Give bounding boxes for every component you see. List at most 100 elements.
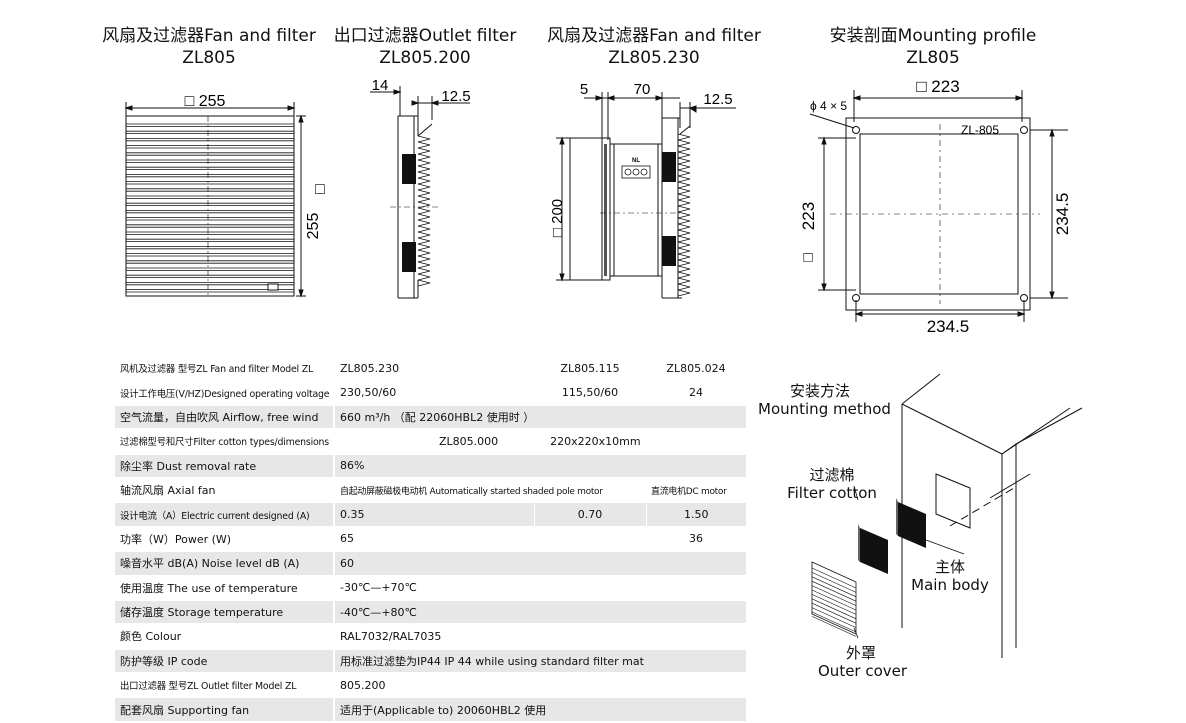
louver-tooth (417, 177, 431, 185)
louver-tooth (417, 141, 431, 149)
cell: 0.70 (533, 502, 646, 528)
label-en: Mounting method (758, 400, 891, 418)
cover-slat (811, 594, 857, 615)
title-line-2: ZL805 (906, 48, 960, 68)
cell: ZL805.115 (534, 357, 646, 382)
louver-tooth (677, 289, 691, 297)
louver-tooth (677, 175, 691, 183)
louver-tooth (417, 273, 431, 281)
row-label: 除尘率 Dust removal rate (115, 453, 335, 479)
louver-tooth (417, 255, 431, 263)
louver-tooth (677, 211, 691, 219)
spec-table: 风机及过滤器 型号ZL Fan and filter Model ZL ZL80… (115, 357, 746, 723)
filter-model: ZL805.000 (439, 434, 499, 448)
cell: RAL7032/RAL7035 (334, 624, 746, 650)
louver-tooth (677, 223, 691, 231)
louver-tooth (417, 183, 431, 191)
louver-tooth (677, 157, 691, 165)
louver-tooth (417, 213, 431, 221)
label-cn: 外罩 (845, 644, 876, 662)
fan-filter-front-drawing: □ 255 □ 255 (124, 93, 325, 298)
louver-tooth (677, 151, 691, 159)
fan-filter-square-symbol: □ (315, 181, 325, 198)
title-line-1: 风扇及过滤器Fan and filter (102, 26, 316, 46)
louver-tooth (417, 243, 431, 251)
table-row: 储存温度 Storage temperature -40℃—+80℃ (115, 599, 746, 626)
louver-tooth (417, 231, 431, 239)
title-line-1: 风扇及过滤器Fan and filter (547, 26, 761, 46)
outlet-depth-dim: 14 (372, 77, 389, 94)
louver-tooth (417, 219, 431, 227)
cell: 805.200 (334, 673, 746, 699)
mounting-profile-title: 安装剖面Mounting profile ZL805 (826, 25, 1040, 69)
row-label: 风机及过滤器 型号ZL Fan and filter Model ZL (115, 357, 335, 382)
cell: 230,50/60 (334, 380, 534, 406)
louver-tooth (677, 139, 691, 147)
louver-tooth (677, 283, 691, 291)
title-line-1: 安装剖面Mounting profile (829, 26, 1037, 46)
title-line-2: ZL805.230 (608, 48, 700, 68)
table-row: 噪音水平 dB(A) Noise level dB (A) 60 (115, 551, 746, 577)
row-label: 功率（W）Power (W) (115, 526, 335, 553)
louver-tooth (677, 217, 691, 225)
table-row: 轴流风扇 Axial fan 自起动屏蔽磁极电动机 Automatically … (115, 477, 746, 504)
louver-tooth (677, 199, 691, 207)
table-row: 风机及过滤器 型号ZL Fan and filter Model ZL ZL80… (115, 357, 746, 382)
fan-filter-title: 风扇及过滤器Fan and filter ZL805 (96, 25, 322, 69)
cell: 用标准过滤垫为IP44 IP 44 while using standard f… (334, 648, 746, 675)
cell: ZL805.000 220x220x10mm (334, 429, 646, 455)
cover-slat (811, 602, 857, 624)
louver-tooth (417, 279, 431, 287)
mounting-method-drawing (811, 373, 1083, 658)
cover-slat (811, 616, 857, 637)
louver-tooth (677, 163, 691, 171)
cell: 660 m³/h （配 22060HBL2 使用时 ） (334, 404, 746, 431)
louver-tooth (417, 147, 431, 155)
row-label: 过滤棉型号和尺寸Filter cotton types/dimensions (115, 429, 335, 455)
row-label: 使用温度 The use of temperature (115, 575, 335, 601)
table-row: 配套风扇 Supporting fan 适用于(Applicable to) 2… (115, 697, 746, 723)
louver-tooth (417, 189, 431, 197)
cell: 24 (646, 380, 746, 406)
mount-square-symbol: □ (803, 249, 812, 266)
dim-b: 70 (634, 81, 651, 98)
table-row: 出口过滤器 型号ZL Outlet filter Model ZL 805.20… (115, 673, 746, 699)
louver-tooth (417, 165, 431, 173)
dim-a: 5 (580, 81, 588, 98)
louver-tooth (417, 171, 431, 179)
table-row: 过滤棉型号和尺寸Filter cotton types/dimensions Z… (115, 429, 746, 455)
cover-slat (811, 576, 857, 598)
louver-tooth (677, 205, 691, 213)
row-label: 出口过滤器 型号ZL Outlet filter Model ZL (115, 673, 335, 699)
cell: 1.50 (645, 502, 746, 528)
dim-height: □ 200 (549, 199, 566, 237)
mounting-method-title: 安装方法 Mounting method (758, 382, 891, 418)
dim-lip: 12.5 (703, 91, 732, 108)
table-row: 设计工作电压(V/HZ)Designed operating voltage 2… (115, 380, 746, 406)
outlet-lip-dim: 12.5 (441, 88, 470, 105)
cover-slat (811, 589, 857, 611)
fan-filter-height-dim: 255 (305, 213, 322, 240)
cell: 60 (334, 551, 746, 577)
louver-tooth (677, 271, 691, 279)
cell: 适用于(Applicable to) 20060HBL2 使用 (334, 697, 746, 723)
louver-tooth (417, 225, 431, 233)
row-label: 颜色 Colour (115, 624, 335, 650)
row-label: 空气流量，自由吹风 Airflow, free wind (115, 404, 335, 431)
cell: 115,50/60 (534, 380, 646, 406)
table-row: 使用温度 The use of temperature -30℃—+70℃ (115, 575, 746, 601)
table-row: 空气流量，自由吹风 Airflow, free wind 660 m³/h （配… (115, 404, 746, 431)
cover-slat (811, 567, 857, 589)
cell: ZL805.230 (334, 357, 534, 382)
louver-tooth (417, 267, 431, 275)
fan-filter-width-dim: □ 255 (185, 93, 226, 110)
louver-tooth (417, 237, 431, 245)
row-label: 轴流风扇 Axial fan (115, 477, 335, 504)
table-row: 除尘率 Dust removal rate 86% (115, 453, 746, 479)
louver-tooth (677, 247, 691, 255)
title-line-1: 出口过滤器Outlet filter (333, 26, 517, 46)
label-cn: 安装方法 (789, 382, 850, 400)
louver-tooth (677, 265, 691, 273)
table-row: 颜色 Colour RAL7032/RAL7035 (115, 624, 746, 650)
filter-size: 220x220x10mm (550, 434, 641, 448)
